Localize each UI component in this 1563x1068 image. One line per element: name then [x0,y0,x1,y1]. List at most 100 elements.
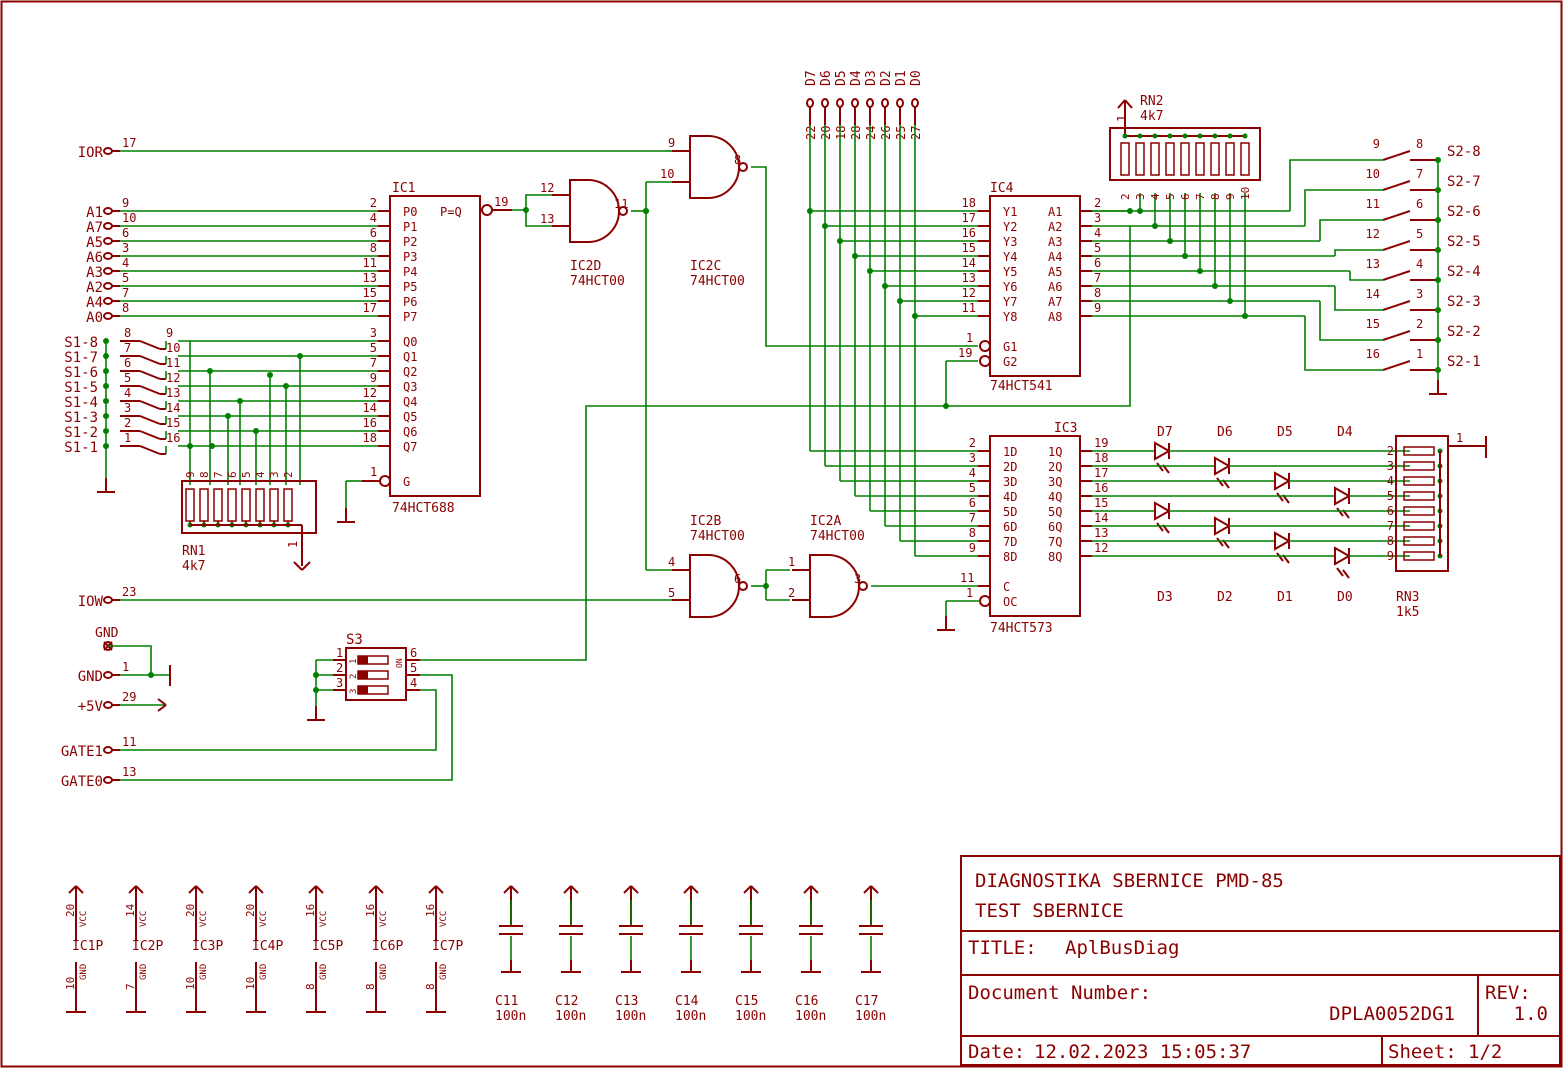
rn2-resistor [1210,142,1220,176]
rn2-value: 4k7 [1140,109,1163,124]
rn2-tap [1137,133,1143,139]
ic3-pin-name: 5Q [1048,505,1062,519]
rev-label: REV: [1485,982,1531,1004]
ic4-pin-name: Y8 [1003,310,1017,324]
rn2-resistor [1225,142,1235,176]
connector-pad [103,776,113,784]
rn2-pin: 2 [1119,193,1132,200]
ic4-pin-number: 18 [962,196,976,210]
switch-label: S1-1 [64,440,98,456]
ic4-pin-name: Y3 [1003,235,1017,249]
ic4-pin-number: 14 [962,256,976,270]
ic1-pin-number: 9 [370,371,377,385]
ic3-pin-number: 14 [1094,511,1108,525]
data-bus-label: D5 [834,70,849,86]
ic3-pin-number: 13 [1094,526,1108,540]
cap-arrow [750,885,759,894]
rn2-tap [1182,133,1188,139]
rn1-value: 4k7 [182,559,205,574]
cap-arrow [570,885,579,894]
pin-number: 13 [122,765,136,779]
junction [313,672,319,678]
rn1-pin: 5 [240,471,253,478]
junction [763,583,769,589]
junction [643,208,649,214]
ic1-pin-name: Q0 [403,335,417,349]
pin-number: 10 [122,211,136,225]
rn3-resistor [1403,476,1435,486]
data-bus-label: D4 [849,70,864,86]
led-symbol [1274,531,1292,551]
switch-label: S1-6 [64,365,98,381]
ic1-pin-name: P6 [403,295,417,309]
ic3-pin-name: 4D [1003,490,1017,504]
led-label: D0 [1337,590,1353,605]
rn3-resistor [1403,506,1435,516]
connector-pad [836,98,844,108]
switch-pin: 10 [166,341,180,355]
power-gnd-pin: 10 [64,977,77,990]
ic1-pin-name: P2 [403,235,417,249]
led-symbol [1154,441,1172,461]
gnd-symbol-label: GND [95,626,119,641]
s3-pin: 2 [336,661,343,675]
rn1-resistor [199,488,209,522]
ic3-pin-name: OC [1003,595,1017,609]
pin-number: 4 [122,256,129,270]
switch-pin: 7 [1416,167,1423,181]
ic1-name: IC1 [392,181,415,196]
ic4-pin-number: 4 [1094,226,1101,240]
gate-part: 74HCT00 [810,529,865,544]
power-gnd-label: GND [379,964,389,980]
ic3-pin-name: 7Q [1048,535,1062,549]
connector-pad [806,98,814,108]
switch-label: S2-3 [1447,294,1481,310]
data-bus-pin: 24 [864,126,878,140]
ic1-pin-number: 2 [370,196,377,210]
switch-pin: 13 [166,386,180,400]
ic3-pin-number: 8 [969,526,976,540]
led-symbol [1214,516,1232,536]
switch-pin: 1 [124,431,131,445]
rn3-resistor [1403,536,1435,546]
power-gnd-label: GND [439,964,449,980]
cap-name: C15 [735,994,758,1009]
ic4-pin-number: 6 [1094,256,1101,270]
ic3-pin-name: 8D [1003,550,1017,564]
ic4-pin-number: 13 [962,271,976,285]
led-symbol [1334,486,1352,506]
junction [267,372,273,378]
power-vcc-pin: 20 [64,904,77,917]
address-label: A5 [86,235,103,251]
s3-pin: 6 [410,646,417,660]
power-name: IC3P [192,939,223,954]
document-number-label: Document Number: [968,982,1151,1004]
power-vcc-label: VCC [199,911,209,927]
cap-arrow [810,885,819,894]
ic3-pin-number: 18 [1094,451,1108,465]
switch-label: S2-6 [1447,204,1481,220]
ic1-g-name: G [403,475,410,489]
led-ray [1156,462,1164,472]
pin-number: 29 [122,690,136,704]
switch-label: S1-7 [64,350,98,366]
led-label: D4 [1337,425,1353,440]
switch-blade [1382,240,1411,251]
led-label: D5 [1277,425,1293,440]
rn3-name: RN3 [1396,590,1419,605]
ic1-pin-number: 18 [363,431,377,445]
switch-label: S1-8 [64,335,98,351]
ic1-pin-name: Q4 [403,395,417,409]
led-label: D1 [1277,590,1293,605]
pin-number: 6 [122,226,129,240]
rn2-arrow [1124,99,1133,109]
power-vcc-pin: 16 [424,904,437,917]
switch-pin: 7 [124,341,131,355]
gate-name: IC2B [690,514,721,529]
switch-blade [1382,180,1411,191]
ic3-pin-number: 9 [969,541,976,555]
rn1-resistor [213,488,223,522]
rn3-pin: 9 [1387,549,1394,563]
connector-pad [103,207,113,215]
